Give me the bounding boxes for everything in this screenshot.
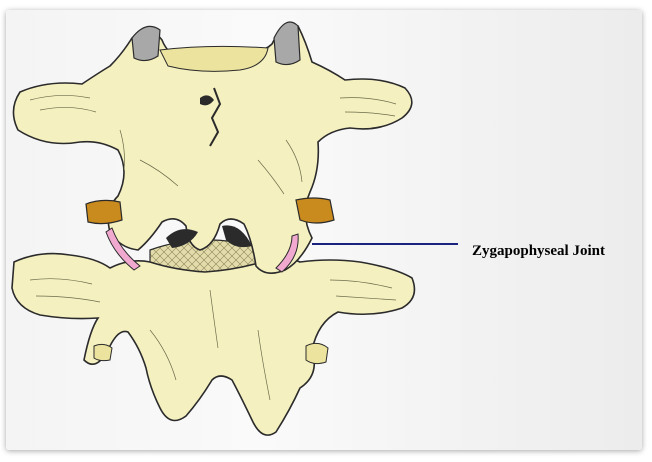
left-facet-cartilage xyxy=(86,200,122,223)
lower-vertebra xyxy=(12,254,414,436)
zygapophyseal-joint-label: Zygapophyseal Joint xyxy=(472,243,605,260)
vertebrae-illustration xyxy=(6,10,642,450)
right-facet-cartilage xyxy=(296,198,334,223)
lower-right-facet xyxy=(306,343,328,363)
lower-left-facet xyxy=(94,344,112,360)
right-process-tip xyxy=(274,22,300,65)
left-process-tip xyxy=(132,26,160,60)
figure-frame: Zygapophyseal Joint xyxy=(6,10,642,450)
